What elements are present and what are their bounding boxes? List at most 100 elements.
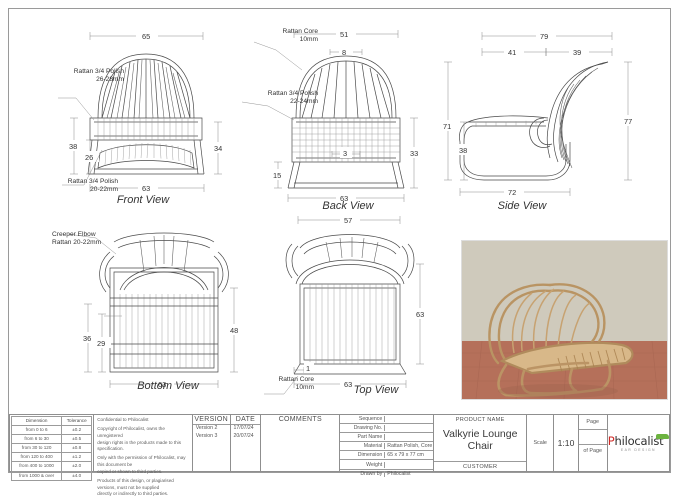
back-backrest: [295, 55, 397, 119]
back-leader-core: [253, 41, 303, 71]
drawing-sheet: 65: [8, 8, 671, 497]
dim-side-bottom-width: 72: [459, 186, 571, 198]
dim-side-right-height: 77: [620, 61, 638, 181]
top-view-drawing: 57: [264, 214, 432, 395]
dim-bottom-left-inner: 29: [93, 313, 111, 373]
dim-side-left-height: 71: [440, 61, 458, 181]
tolerance-header-row: Dimension Tolerance: [10, 415, 93, 427]
table-row: from 400 to 1000 ±2.0: [10, 461, 93, 472]
page-value: [578, 430, 607, 445]
field-label: Drawing No.: [340, 425, 386, 432]
dim-side-right: 39: [545, 46, 613, 58]
table-row: from 1000 & over ±4.0: [10, 470, 93, 481]
tolerance-col-tolerance: Tolerance: [61, 415, 93, 427]
front-apron-weave: [104, 142, 192, 166]
bottom-arch-spokes: [139, 235, 189, 273]
dim-back-top-width: 51: [293, 28, 399, 40]
field-label: Part Name: [340, 434, 386, 441]
dim-bottom-right: 48: [226, 287, 244, 373]
svg-text:29: 29: [97, 339, 105, 348]
view-back: 51 8: [241, 22, 447, 212]
dim-bottom-left-outer: 36: [79, 303, 97, 373]
dim-back-spindle-top: 8: [329, 46, 363, 57]
svg-text:3: 3: [343, 149, 347, 158]
product-name-header: PRODUCT NAME: [455, 417, 505, 423]
dim-front-left-inner: 26: [81, 139, 99, 175]
dim-front-bottom-width: 63: [89, 182, 205, 194]
front-backrest-detail: [106, 59, 186, 119]
field-row: Drawing No.: [340, 424, 434, 434]
bottom-creeper-elbows: [99, 251, 229, 293]
tolerance-range: from 120 to 400: [10, 452, 63, 463]
top-view-label: Top View: [353, 384, 399, 396]
front-seat-weave: [97, 118, 195, 140]
view-side: 79 41 39: [440, 22, 662, 212]
confidential-block: Confidential to Philocalist Copyright of…: [94, 415, 193, 496]
svg-text:48: 48: [230, 326, 238, 335]
version-value: Version 3: [195, 432, 218, 439]
front-leader-lower: [62, 149, 103, 186]
svg-text:57: 57: [344, 216, 352, 225]
field-list: Sequence Drawing No. Part Name Material …: [340, 415, 435, 477]
back-view-drawing: 51 8: [241, 28, 424, 204]
front-note-lower: Rattan 3/4 Polish 20-22mm: [67, 178, 118, 194]
svg-text:39: 39: [573, 48, 581, 57]
svg-text:8: 8: [342, 48, 346, 57]
field-row: Weight: [340, 460, 434, 470]
table-row: from 0 to 6 ±0.2: [10, 425, 93, 436]
dim-back-bottom-width: 63: [287, 192, 405, 204]
tolerance-range: from 400 to 1000: [10, 461, 63, 472]
bottom-slats: [119, 294, 211, 368]
side-view-label: Side View: [497, 200, 547, 212]
svg-text:36: 36: [83, 334, 91, 343]
field-row: Dimension 65 x 79 x 77 cm: [340, 451, 434, 461]
date-value: 17/07/24: [233, 425, 254, 431]
svg-text:63: 63: [344, 380, 352, 389]
logo-tagline: EAR DESIGN: [620, 448, 656, 452]
dim-side-seat-height: 38: [455, 121, 473, 181]
dim-back-left: 15: [269, 161, 287, 189]
logo-initial: P: [607, 434, 615, 448]
version-column: VERSION Version 2 Version 3: [192, 415, 231, 472]
version-header: VERSION: [192, 416, 230, 425]
bottom-note-creeper: Creeper Elbow Rattan 20-22mm: [52, 231, 102, 247]
tolerance-range: from 1000 & over: [10, 470, 63, 481]
back-seat-weave: [292, 118, 400, 162]
dim-back-right: 33: [406, 117, 424, 189]
confidential-paragraph: Only with the permission of Philocalist,…: [97, 455, 186, 474]
confidential-heading: Confidential to Philocalist: [97, 417, 149, 422]
side-view-drawing: 79 41 39: [440, 30, 638, 198]
customer-header: CUSTOMER: [434, 461, 526, 470]
top-seat-frame: [299, 283, 401, 365]
svg-text:15: 15: [273, 171, 281, 180]
view-front: 65: [28, 22, 243, 207]
tolerance-block: Dimension Tolerance from 0 to 6 ±0.2 fro…: [10, 415, 95, 481]
dim-front-left-outer: 38: [65, 117, 83, 175]
comments-column: COMMENTS: [261, 415, 341, 472]
top-note-core: Rattan Core 10mm: [278, 376, 314, 392]
date-value: 20/07/24: [233, 432, 254, 439]
scale-label: Scale: [533, 440, 547, 446]
tolerance-range: from 6 to 30: [10, 434, 63, 445]
tolerance-value: ±0.2: [61, 425, 93, 436]
side-fan-spokes: [558, 67, 599, 169]
svg-text:38: 38: [459, 146, 467, 155]
top-posts: [285, 243, 415, 279]
back-view-label: Back View: [322, 200, 374, 212]
field-label: Weight: [340, 461, 386, 468]
field-label: Sequence: [340, 416, 386, 423]
field-value: Rattan Polish, Core: [387, 443, 433, 450]
field-label: Dimension: [340, 452, 386, 459]
dim-top-width: 57: [297, 214, 401, 226]
svg-text:77: 77: [624, 117, 632, 126]
comments-header: COMMENTS: [278, 416, 322, 423]
bottom-leader-creeper: [67, 233, 117, 255]
dim-front-right: 34: [210, 121, 228, 175]
sheet-border: [8, 8, 671, 473]
tolerance-value: ±2.0: [61, 461, 93, 472]
product-photo-image: [462, 241, 667, 399]
top-leader-core: [264, 375, 299, 395]
dim-side-total: 79: [481, 30, 613, 42]
version-value: Version 2: [195, 425, 218, 431]
back-note-polish: Rattan 3/4 Polish 22-24mm: [267, 90, 318, 106]
